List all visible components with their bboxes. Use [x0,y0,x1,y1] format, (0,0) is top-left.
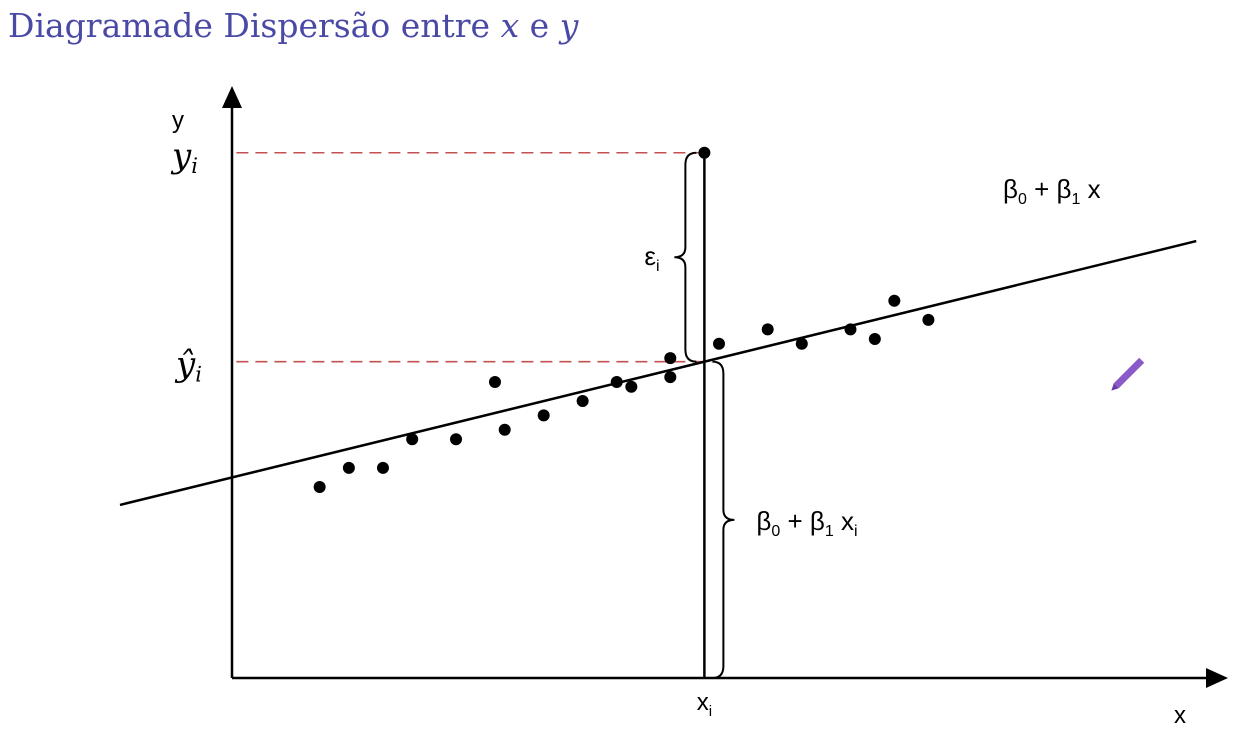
title-text: Diagramade Dispersão entre [8,6,501,45]
data-point-4 [450,433,463,446]
title-var-y: y [559,6,579,45]
yi-tick-label: yi [170,136,198,178]
data-point-11 [664,371,677,384]
title-conj: e [519,6,560,45]
axes: y x [172,86,1228,729]
error-brace [674,151,697,363]
error-label: εi [644,241,659,275]
chart-title: Diagramade Dispersão entre x e y [8,6,578,45]
data-point-3 [406,433,419,446]
data-point-16 [795,337,808,350]
x-axis-arrow [1206,668,1228,688]
data-point-13 [698,146,711,159]
y-axis-arrow [222,86,242,108]
data-point-7 [537,409,550,422]
data-point-1 [342,461,355,474]
x-axis-label: x [1174,702,1186,729]
data-point-19 [888,294,901,307]
fitted-value-label: β0 + β1 xi [756,506,857,540]
data-point-6 [498,423,511,436]
data-point-8 [576,395,589,408]
data-point-9 [610,375,623,388]
regression-line [119,239,1197,507]
regression-line-label: β0 + β1 x [1003,174,1101,208]
data-point-20 [922,313,935,326]
data-point-5 [488,375,501,388]
xi-tick-label: xi [697,689,712,720]
pencil-icon[interactable] [1109,357,1145,393]
y-axis-label: y [172,107,184,134]
data-point-17 [844,323,857,336]
data-point-14 [713,337,725,350]
title-var-x: x [500,6,520,45]
data-point-10 [625,380,638,393]
data-point-15 [761,323,774,336]
fitted-value-brace [712,360,735,679]
data-point-2 [376,461,389,474]
yhat-tick-label: ŷi [174,345,202,387]
data-point-0 [313,481,326,493]
data-point-18 [868,332,881,345]
data-point-12 [664,352,677,365]
